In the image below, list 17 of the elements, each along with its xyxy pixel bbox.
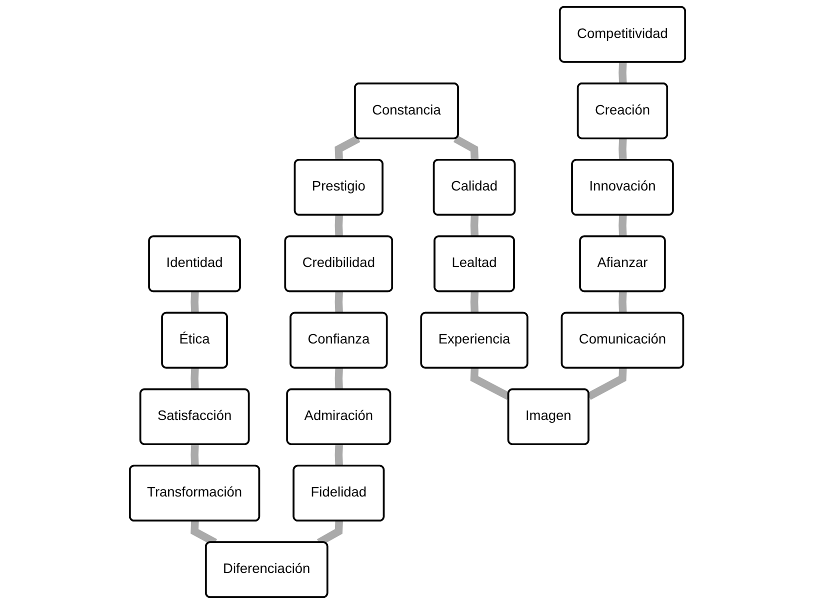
connector (618, 215, 627, 237)
connector (334, 215, 343, 237)
connector (334, 444, 343, 466)
connector (470, 368, 510, 400)
connector (190, 292, 199, 314)
connector (190, 368, 199, 390)
connector (453, 135, 479, 160)
connector (618, 292, 627, 314)
connector (618, 138, 627, 160)
connector (470, 215, 479, 237)
connector (334, 292, 343, 314)
connector (470, 292, 479, 314)
connector (334, 368, 343, 390)
connector (190, 444, 199, 466)
connector (587, 368, 627, 400)
connector (334, 135, 360, 160)
connector (618, 62, 627, 84)
